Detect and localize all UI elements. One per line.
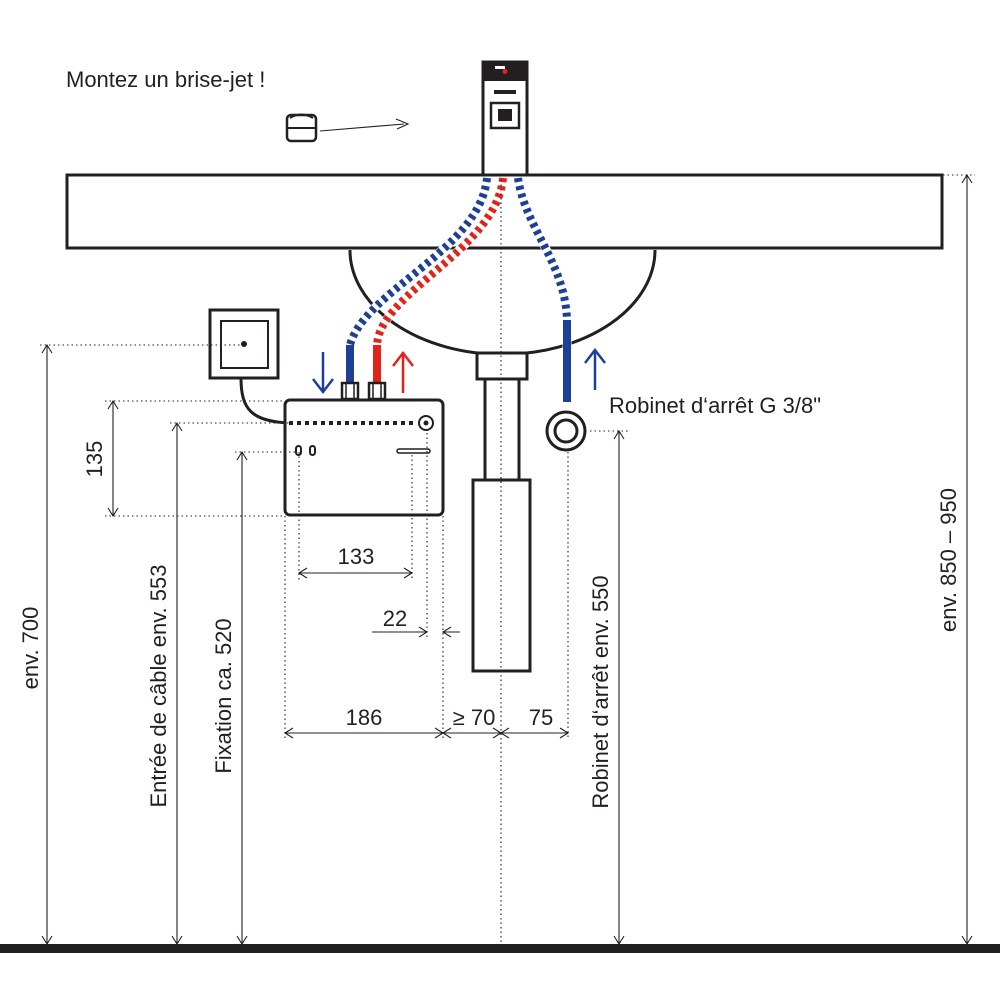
shutoff-valve-icon — [545, 410, 587, 452]
electrical-box — [208, 308, 280, 380]
hose-fittings — [340, 381, 387, 401]
dim-700-label: env. 700 — [18, 607, 43, 690]
hot-flow-arrow-icon — [392, 350, 414, 393]
supply-flow-arrow-icon — [584, 347, 606, 390]
dim-22-label: 22 — [383, 606, 407, 631]
extension-lines — [40, 174, 975, 944]
aerator-icon — [285, 113, 318, 143]
dimension-arrows — [41, 173, 973, 946]
hot-hose — [373, 177, 507, 346]
faucet — [481, 60, 529, 177]
dim-520-label: Fixation ca. 520 — [211, 618, 236, 773]
dim-850-label: env. 850 – 950 — [936, 488, 961, 632]
water-heater-unit — [283, 398, 445, 517]
dim-186-label: 186 — [346, 705, 383, 730]
dim-75-label: 75 — [529, 705, 553, 730]
dim-133-label: 133 — [338, 544, 375, 569]
power-cable — [239, 377, 290, 425]
aerator-arrow — [319, 118, 410, 132]
valve-note: Robinet d‘arrêt G 3/8" — [609, 393, 821, 418]
supply-hose — [514, 177, 571, 321]
cold-hose — [346, 177, 491, 347]
dim-70-label: ≥ 70 — [453, 705, 496, 730]
aerator-note: Montez un brise-jet ! — [66, 67, 265, 92]
dim-135-label: 135 — [82, 441, 107, 478]
floor-line — [0, 944, 1000, 953]
dim-553-label: Entrée de câble env. 553 — [146, 565, 171, 808]
dim-550-label: Robinet d‘arrêt env. 550 — [588, 575, 613, 808]
cold-flow-arrow-icon — [312, 352, 334, 395]
